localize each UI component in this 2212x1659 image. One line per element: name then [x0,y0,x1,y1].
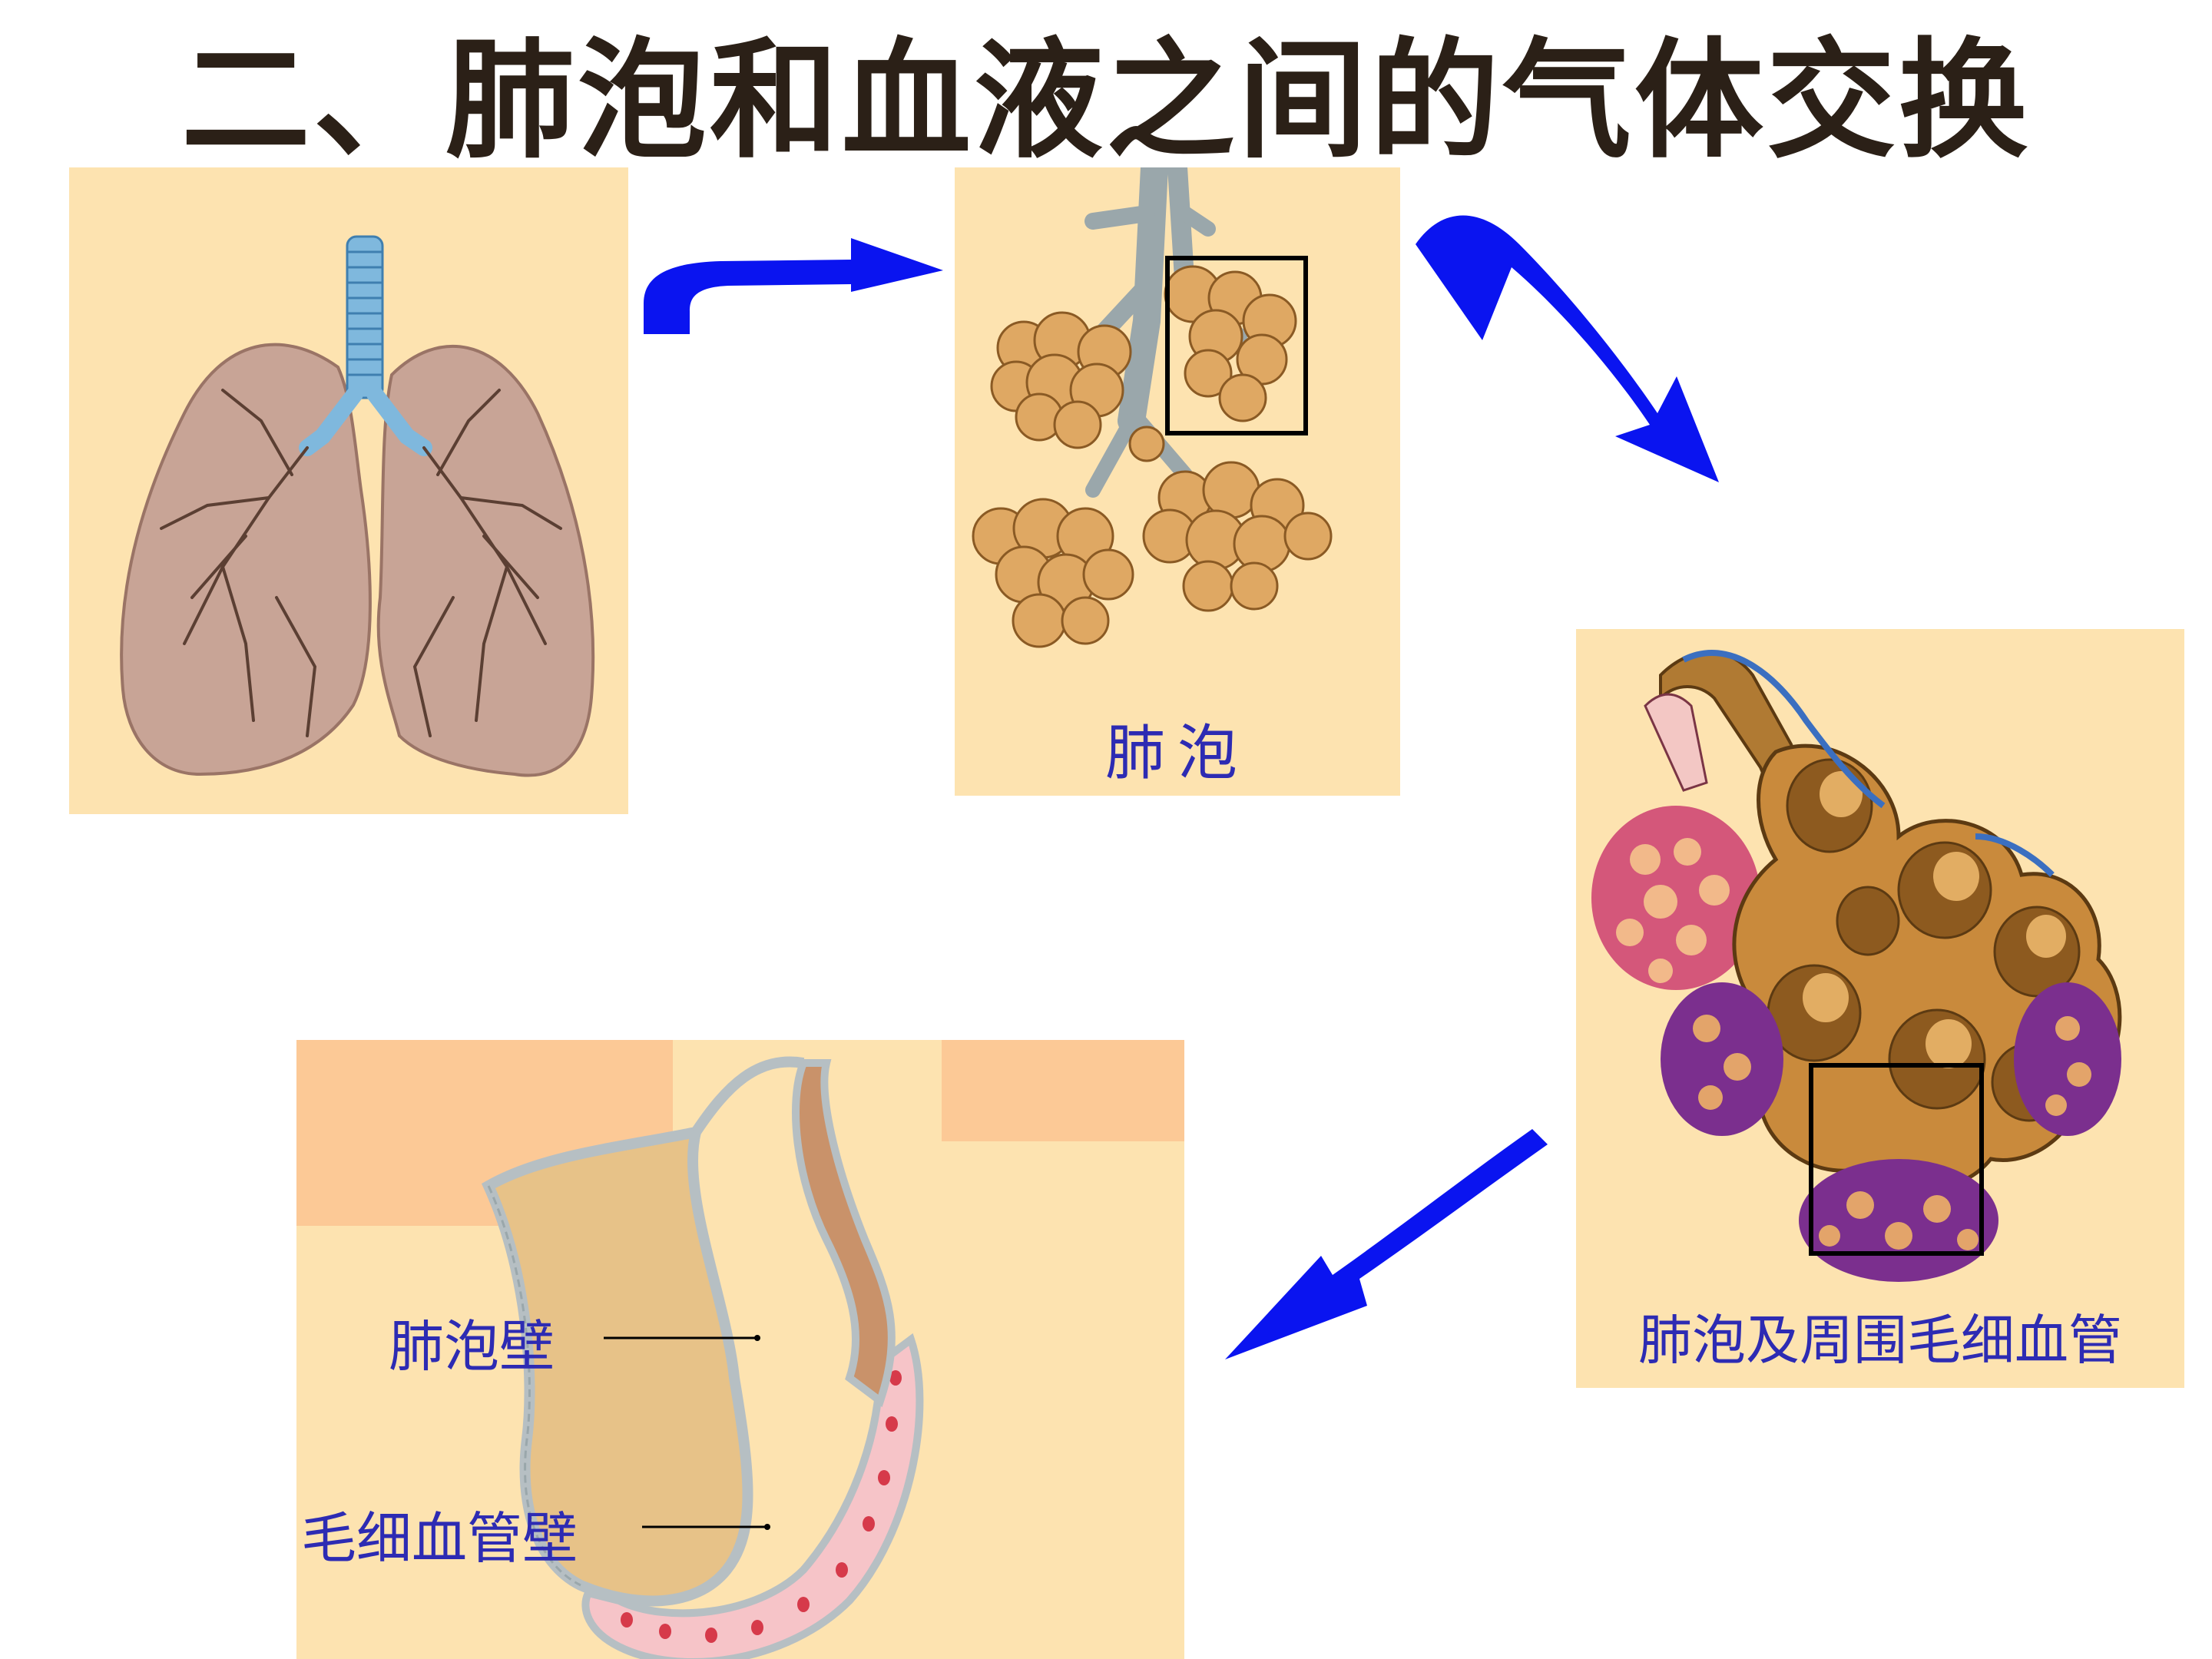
alveolar-wall-diagram [296,1040,1184,1659]
alveoli-caption: 肺泡 [1104,719,1250,788]
capillaries-caption: 肺泡及周围毛细血管 [1638,1309,2122,1372]
label-alveolar-wall: 肺泡壁 [389,1314,555,1379]
curved-arrow-right-icon [644,238,943,334]
red-blood-cells [621,1370,902,1643]
lungs-illustration-panel [69,167,628,814]
purple-capillary-net [1661,982,2121,1282]
trachea [299,235,432,456]
alveolar-wall-section-panel: 肺泡壁 毛细血管壁 [296,1040,1184,1659]
capillaries-illustration [1591,650,2122,1282]
label-capillary-wall: 毛细血管壁 [301,1506,578,1571]
arrow-down-left-icon [1225,1129,1548,1359]
bronchial-tree [160,389,562,737]
alveoli-illustration-panel: 肺泡 [955,167,1400,796]
page-title: 二、肺泡和血液之间的气体交换 [181,24,2031,176]
zoom-box [1809,1063,1984,1256]
zoom-box [1165,256,1308,435]
curved-arrow-down-icon [1416,215,1719,482]
capillaries-illustration-panel: 肺泡及周围毛细血管 [1576,629,2184,1388]
lungs-illustration [120,235,595,777]
alveoli-illustration [972,167,1333,648]
pink-capillary-net [1591,806,1760,990]
